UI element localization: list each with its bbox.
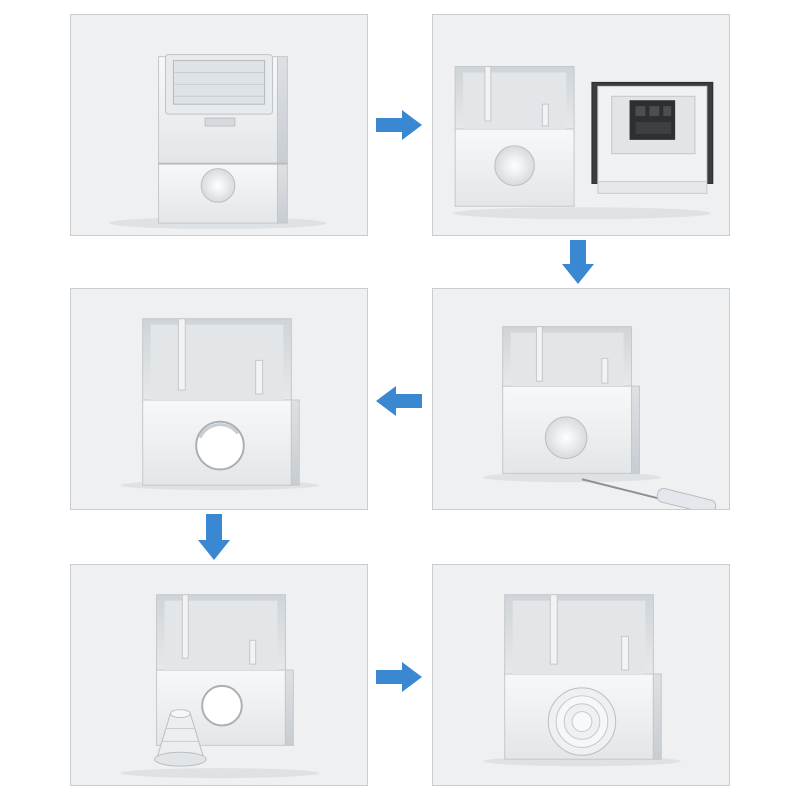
separated-box-and-socket-illustration: [453, 66, 714, 220]
step-5-panel: [70, 564, 368, 786]
grommet-installed-illustration: [482, 594, 682, 767]
step-2-panel: [432, 14, 730, 236]
installed-grommet-icon: [547, 687, 617, 756]
knockout-opened-illustration: [120, 318, 320, 491]
step-3-panel: [432, 288, 730, 510]
arrow-right-icon: [374, 108, 424, 142]
rubber-grommet-icon: [154, 709, 207, 767]
arrow-down-icon: [196, 512, 232, 562]
knockout-punch-illustration: [482, 326, 717, 509]
step-6-panel: [432, 564, 730, 786]
arrow-right-icon: [374, 660, 424, 694]
arrow-left-icon: [374, 384, 424, 418]
assembled-socket-box-illustration: [109, 54, 328, 230]
grommet-beside-box-illustration: [120, 594, 320, 779]
step-4-panel: [70, 288, 368, 510]
step-1-panel: [70, 14, 368, 236]
arrow-down-icon: [560, 238, 596, 286]
